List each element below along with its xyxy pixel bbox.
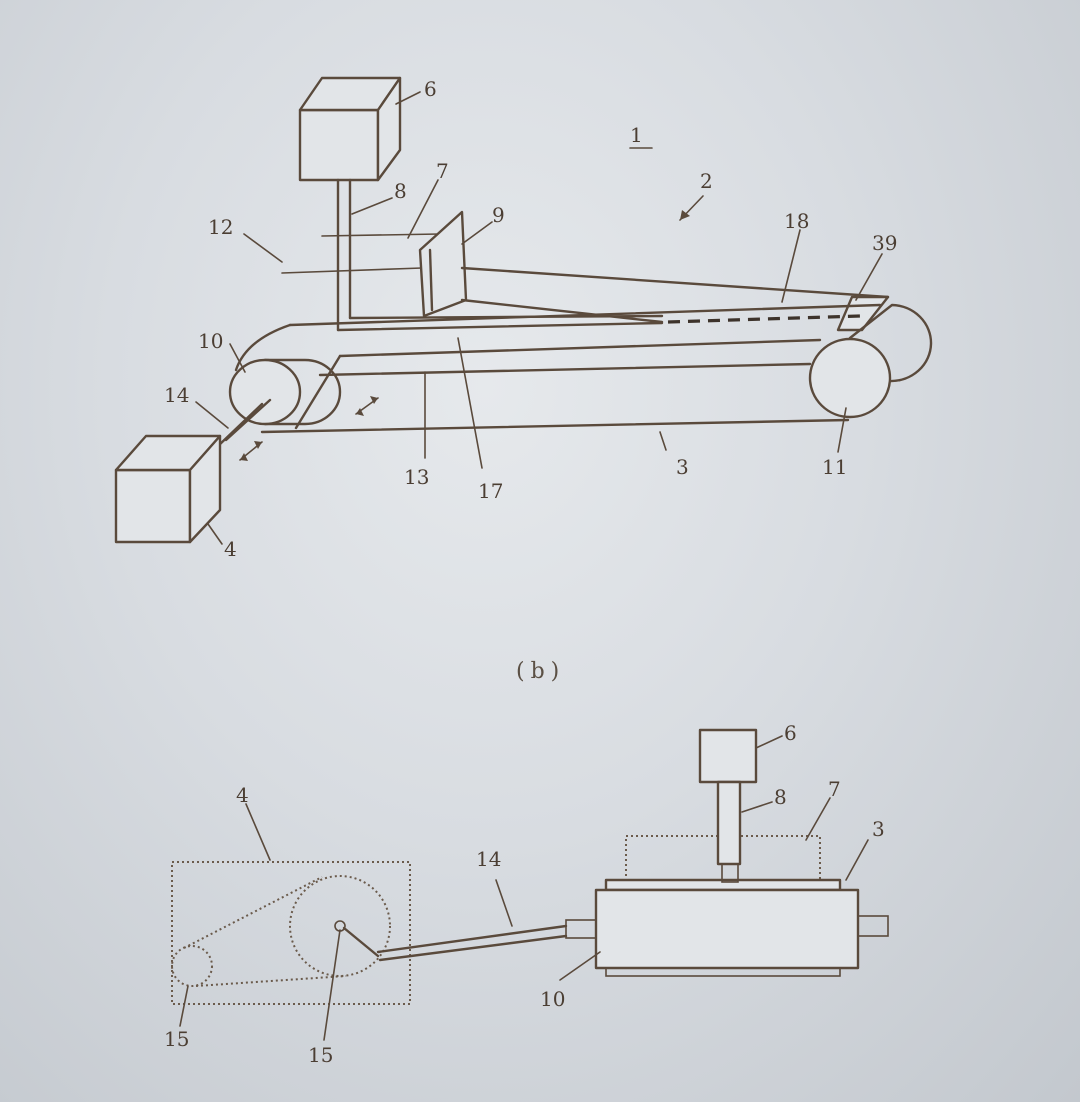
- label-3-b: 3: [872, 817, 885, 841]
- label-4-a: 4: [224, 537, 237, 561]
- leader-4-b: [245, 803, 271, 861]
- label-6-b: 6: [784, 721, 797, 745]
- pulley-assembly: [171, 875, 391, 987]
- figure-a: 6 1 7 8 2 9 12 18 39 10 14 13 17 3 11 4: [114, 76, 933, 561]
- motor-and-shaft-b: [698, 728, 758, 883]
- label-15-small-b: 15: [164, 1027, 189, 1051]
- small-pulley: [171, 945, 213, 987]
- label-3-a: 3: [676, 455, 689, 479]
- motor-box-top: [298, 76, 402, 182]
- motor-box-drive: [114, 434, 222, 544]
- label-8-b: 8: [774, 785, 787, 809]
- label-9-a: 9: [492, 203, 505, 227]
- label-39-a: 39: [872, 231, 897, 255]
- large-pulley: [289, 875, 391, 977]
- drive-shaft: [216, 398, 272, 448]
- label-10-b: 10: [540, 987, 565, 1011]
- roller-body: [594, 878, 889, 977]
- roller-left: [228, 358, 342, 426]
- label-14-b: 14: [476, 847, 501, 871]
- leader-lines-a: [195, 91, 883, 545]
- motion-arrows: [239, 195, 704, 461]
- label-2-a: 2: [700, 169, 713, 193]
- label-18-a: 18: [784, 209, 809, 233]
- sheet: [460, 266, 890, 332]
- label-4-b: 4: [236, 783, 249, 807]
- figure-number: 1: [630, 123, 643, 147]
- conveyor-belt: [234, 303, 882, 434]
- label-6-a: 6: [424, 77, 437, 101]
- label-14-a: 14: [164, 383, 189, 407]
- label-15-large-b: 15: [308, 1043, 333, 1067]
- wire-line: [281, 267, 423, 274]
- label-17-a: 17: [478, 479, 503, 503]
- motor-housing: [171, 861, 411, 1005]
- label-8-a: 8: [394, 179, 407, 203]
- leader-lines-b: [179, 735, 869, 1041]
- label-10-a: 10: [198, 329, 223, 353]
- figure-b-caption: (b): [516, 659, 565, 684]
- blade: [418, 210, 468, 318]
- figure-b: 4 6 8 7 3 14 10 15 15: [164, 721, 889, 1067]
- label-13-a: 13: [404, 465, 429, 489]
- label-7-a: 7: [436, 159, 449, 183]
- label-12-a: 12: [208, 215, 233, 239]
- roller-right: [808, 303, 933, 419]
- label-11-a: 11: [822, 455, 847, 479]
- plate-line-upper: [321, 233, 441, 237]
- label-7-b: 7: [828, 777, 841, 801]
